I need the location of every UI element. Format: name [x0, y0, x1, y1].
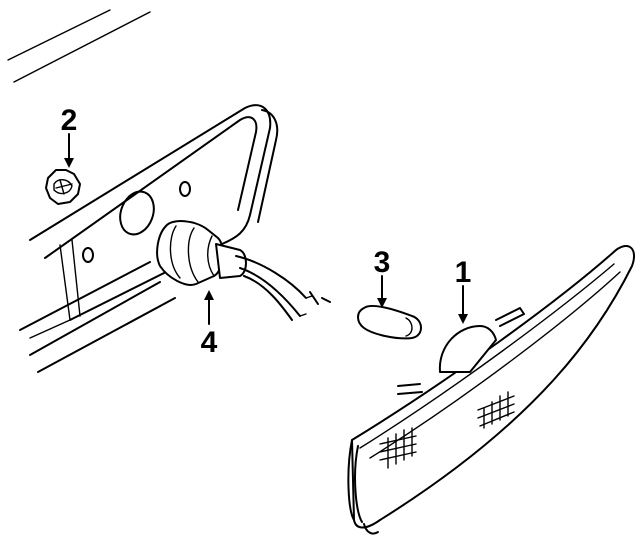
side-marker-lamp — [347, 245, 635, 535]
callout-1: 1 — [455, 256, 472, 289]
bulb — [357, 304, 422, 340]
callout-2: 2 — [61, 104, 78, 137]
push-nut-clip — [45, 169, 81, 205]
leader-lines — [64, 133, 468, 325]
bumper-housing — [19, 104, 279, 373]
body-panel-lines — [7, 9, 151, 83]
callout-4: 4 — [201, 326, 218, 359]
callout-3: 3 — [374, 246, 391, 279]
bulb-socket-harness — [156, 220, 331, 321]
